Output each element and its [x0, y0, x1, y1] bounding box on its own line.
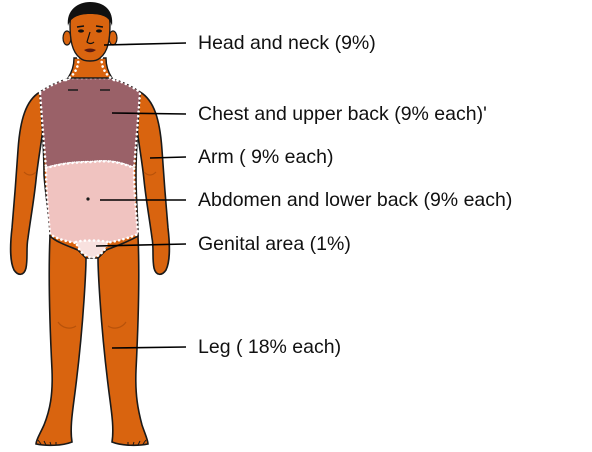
- chest-region: [40, 78, 140, 168]
- abdomen-region: [46, 161, 138, 244]
- right-leg: [98, 236, 148, 445]
- label-arm: Arm ( 9% each): [198, 148, 333, 168]
- right-eye: [96, 29, 102, 32]
- left-leg: [36, 236, 86, 445]
- right-arm: [136, 92, 169, 274]
- leader-arm: [150, 157, 186, 158]
- label-genital-area: Genital area (1%): [198, 235, 351, 255]
- left-eye: [78, 29, 84, 32]
- label-head-neck: Head and neck (9%): [198, 34, 376, 54]
- leader-leg: [112, 347, 186, 348]
- head: [63, 2, 117, 61]
- legs: [36, 236, 148, 445]
- label-abdomen-lower-back: Abdomen and lower back (9% each): [198, 191, 512, 211]
- label-leg: Leg ( 18% each): [198, 338, 341, 358]
- left-arm: [11, 92, 44, 274]
- leader-chest-back: [112, 113, 186, 114]
- navel: [86, 197, 89, 200]
- label-chest-upper-back: Chest and upper back (9% each)': [198, 105, 487, 125]
